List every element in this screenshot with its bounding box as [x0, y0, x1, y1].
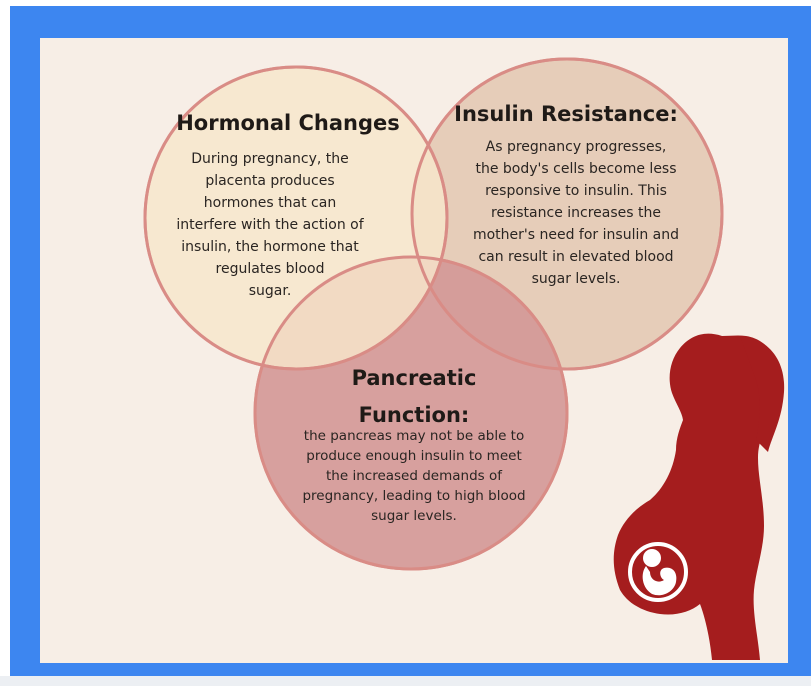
text-line: hormones that can — [204, 195, 336, 211]
text-line: Function: — [359, 403, 470, 427]
text-line: sugar. — [249, 283, 292, 299]
text-line: the increased demands of — [326, 468, 503, 484]
text-line: Pancreatic — [352, 366, 477, 390]
silhouette-body — [614, 334, 781, 660]
text-line: responsive to insulin. This — [485, 183, 667, 199]
text-line: can result in elevated blood — [478, 249, 673, 265]
text-line: sugar levels. — [532, 271, 621, 287]
text-line: the pancreas may not be able to — [304, 428, 524, 444]
text-line: interfere with the action of — [176, 217, 364, 233]
baby-head — [643, 549, 661, 567]
text-line: regulates blood — [216, 261, 325, 277]
text-line: During pregnancy, the — [191, 151, 349, 167]
text-line: produce enough insulin to meet — [306, 448, 521, 464]
pregnant-woman-silhouette-icon — [614, 334, 784, 660]
text-line: insulin, the hormone that — [181, 239, 359, 255]
text-line: As pregnancy progresses, — [486, 139, 667, 155]
text-line: placenta produces — [205, 173, 334, 189]
insulin-resistance-body: As pregnancy progresses, the body's cells… — [473, 139, 679, 287]
text-line: mother's need for insulin and — [473, 227, 679, 243]
text-line: the body's cells become less — [475, 161, 676, 177]
hormonal-changes-title: Hormonal Changes — [176, 111, 400, 135]
text-line: pregnancy, leading to high blood — [302, 488, 525, 504]
insulin-resistance-title: Insulin Resistance: — [454, 102, 678, 126]
text-line: sugar levels. — [371, 508, 457, 524]
text-line: resistance increases the — [491, 205, 661, 221]
